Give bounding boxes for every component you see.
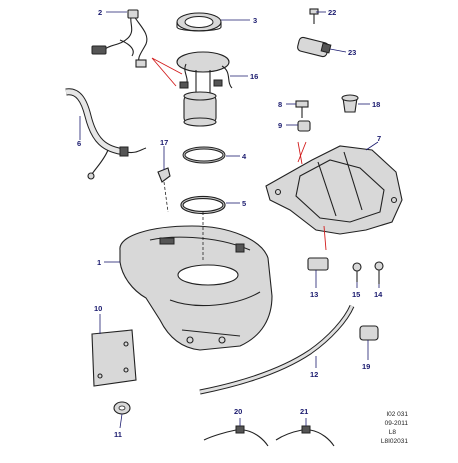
part-3-lock-ring xyxy=(176,12,222,32)
part-7-heat-shield xyxy=(265,145,403,235)
part-1-fuel-tank xyxy=(119,212,273,351)
part-9-nut xyxy=(297,120,311,132)
ref-date: 09-2011 xyxy=(385,420,409,427)
callout-16: 16 xyxy=(250,72,258,81)
callout-12: 12 xyxy=(310,370,318,379)
callout-13: 13 xyxy=(310,290,318,299)
part-15-bolt xyxy=(352,262,362,282)
part-14-bolt xyxy=(374,261,384,284)
part-22-bolt xyxy=(309,8,319,24)
callout-11: 11 xyxy=(114,430,122,439)
part-20-cable-tie xyxy=(203,425,269,447)
callout-10: 10 xyxy=(94,304,102,313)
callout-22: 22 xyxy=(328,8,336,17)
part-10-shield-plate xyxy=(91,329,137,387)
part-21-cable-tie xyxy=(275,425,335,447)
callout-9: 9 xyxy=(278,121,282,130)
callout-23: 23 xyxy=(348,48,356,57)
callout-15: 15 xyxy=(352,290,360,299)
part-23-connector xyxy=(297,36,332,58)
callout-1: 1 xyxy=(97,258,101,267)
callout-6: 6 xyxy=(77,139,81,148)
callout-5: 5 xyxy=(242,199,246,208)
callout-14: 14 xyxy=(374,290,383,299)
part-8-bolt xyxy=(295,100,309,118)
callout-21: 21 xyxy=(300,407,308,416)
part-5-gasket xyxy=(180,195,226,215)
part-12-tank-strap xyxy=(199,304,355,395)
callout-2: 2 xyxy=(98,8,102,17)
part-13-bracket xyxy=(307,257,329,271)
ref-drawing-id: L8I02031 xyxy=(381,438,408,445)
callout-7: 7 xyxy=(377,134,381,143)
ref-model: L8 xyxy=(389,429,397,436)
callout-8: 8 xyxy=(278,100,282,109)
part-4-seal xyxy=(182,146,226,164)
callout-17: 17 xyxy=(160,138,168,147)
callout-18: 18 xyxy=(372,100,380,109)
part-17-clip xyxy=(157,167,171,213)
part-18-grommet xyxy=(341,94,359,113)
callout-labels: 2 3 16 22 23 6 17 4 5 8 9 18 7 1 10 11 1… xyxy=(77,8,383,439)
reference-block: I02 031 09-2011 L8 L8I02031 xyxy=(381,411,409,445)
callout-4: 4 xyxy=(242,152,247,161)
ref-code: I02 031 xyxy=(386,411,408,418)
leader-lines xyxy=(79,11,380,429)
part-2-harness xyxy=(91,9,148,68)
part-19-bump-stop xyxy=(359,325,379,341)
callout-3: 3 xyxy=(253,16,257,25)
part-6-filler-pipe xyxy=(65,88,147,180)
callout-20: 20 xyxy=(234,407,242,416)
part-16-fuel-pump-module xyxy=(176,51,233,127)
callout-19: 19 xyxy=(362,362,370,371)
part-11-washer xyxy=(113,401,131,415)
